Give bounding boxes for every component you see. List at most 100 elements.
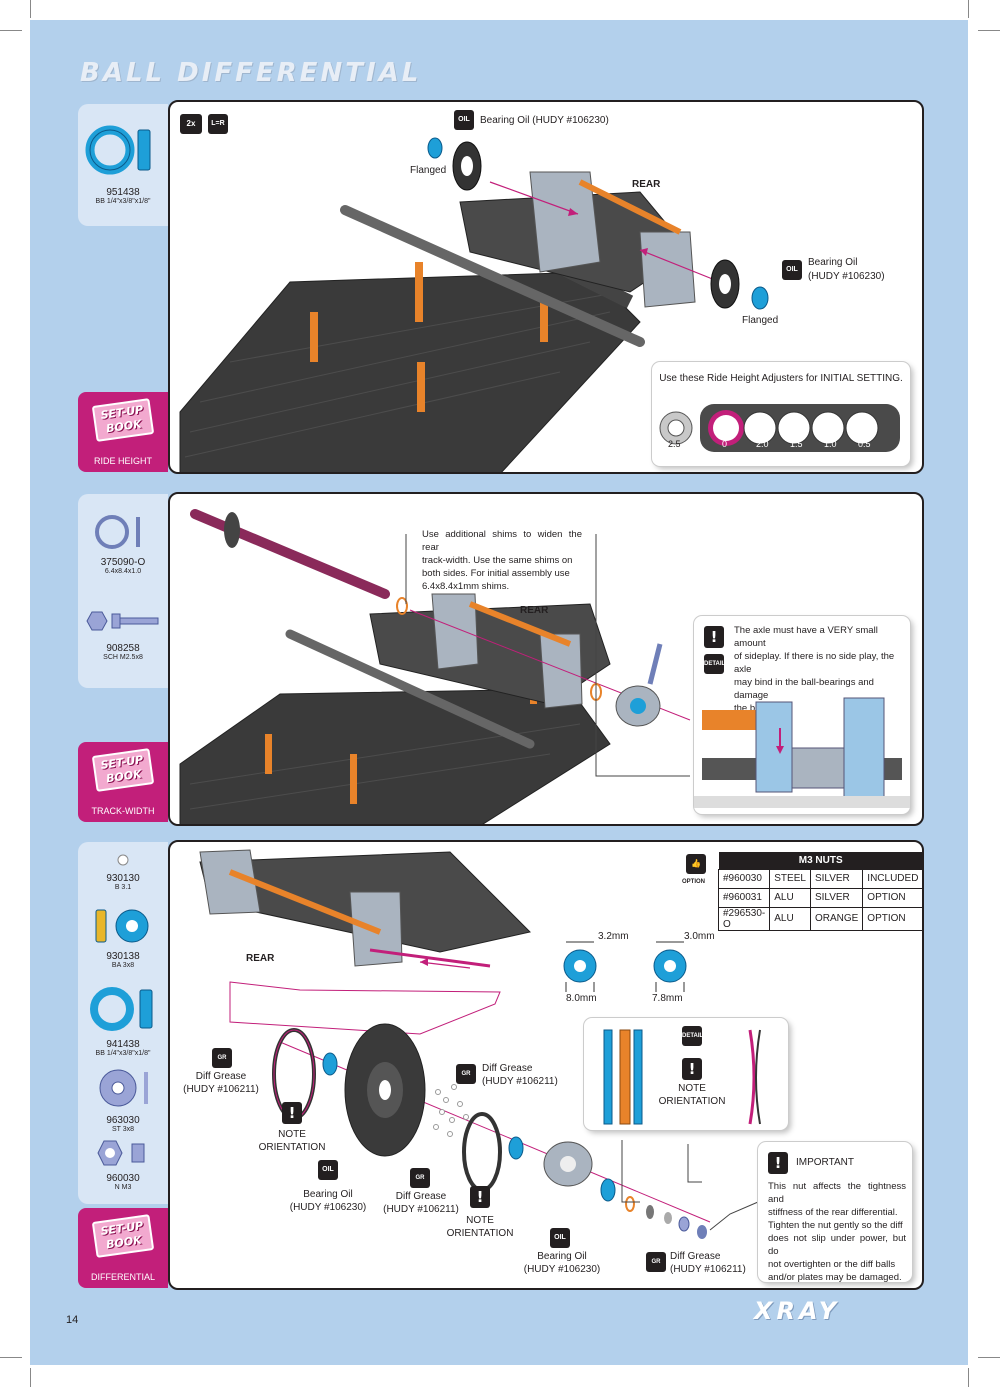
setup-book-differential[interactable]: SET-UP BOOK DIFFERENTIAL [78, 1208, 168, 1288]
washer-icon [99, 1069, 148, 1107]
step2-panel: Use additional shims to widen the rear t… [168, 492, 924, 826]
label-line: (HUDY #106230) [289, 1202, 367, 1213]
dim-width-1: 3.2mm [598, 931, 629, 942]
part-number: 908258 [106, 643, 140, 654]
part-number: 963030 [106, 1115, 140, 1126]
shims-note-line: track-width. Use the same shims on [422, 555, 573, 566]
setup-book-caption: RIDE HEIGHT [93, 456, 152, 466]
warning-icon: ! [470, 1186, 490, 1208]
setup-book-text: SET-UP BOOK [99, 1219, 145, 1252]
orientation-detail-drawing [603, 1029, 761, 1125]
crop-mark [0, 30, 22, 31]
crop-mark [968, 0, 969, 18]
oil-icon: OIL [550, 1228, 570, 1248]
step2-illustration [179, 509, 691, 824]
ball-bearing-icon [85, 125, 151, 175]
bearing-oil-label-right: Bearing Oil [808, 257, 858, 268]
part-number: 951438 [106, 187, 140, 198]
important-line: and/or plates may be damaged. [768, 1272, 902, 1283]
oil-icon: OIL [318, 1160, 338, 1180]
part-930130: 930130 B 3.1 [78, 852, 168, 891]
m3-nuts-table: M3 NUTS #960030 STEEL SILVER INCLUDED #9… [717, 852, 922, 931]
table-cell: INCLUDED [862, 868, 922, 889]
crop-mark [30, 0, 31, 18]
crop-mark [978, 1357, 1000, 1358]
screw-icon [86, 611, 159, 631]
crop-mark [0, 1357, 22, 1358]
detail-icon: DETAIL [704, 654, 725, 674]
table-cell: OPTION [862, 906, 922, 931]
diff-grease-low: Diff Grease (HUDY #106211) [374, 1190, 468, 1216]
table-cell: ALU [769, 906, 811, 931]
note-line: NOTE [278, 1129, 306, 1140]
shim-icon [95, 515, 140, 549]
part-930138: 930138 BA 3x8 [78, 906, 168, 969]
grease-icon: GR [212, 1048, 232, 1068]
part-desc: SCH M2.5x8 [103, 654, 143, 661]
part-963030: 963030 ST 3x8 [78, 1066, 168, 1133]
step3-illustration [199, 849, 759, 1239]
part-desc: BB 1/4"x3/8"x1/8" [95, 198, 151, 205]
orientation-detail-box: DETAIL ! NOTE ORIENTATION [584, 1018, 788, 1130]
rear-label: REAR [520, 605, 549, 616]
axle-sideplay-box: ! DETAIL The axle must have a VERY small… [694, 616, 910, 814]
nut-icon [97, 1140, 145, 1166]
part-desc: N M3 [114, 1184, 132, 1191]
important-text: This nut affects the tightness and stiff… [768, 1180, 906, 1284]
part-941438: 941438 BB 1/4"x3/8"x1/8" [78, 984, 168, 1057]
warning-icon: ! [682, 1058, 702, 1080]
crop-mark [30, 1368, 31, 1387]
grease-icon: GR [410, 1168, 430, 1188]
label-line: (HUDY #106211) [670, 1264, 746, 1275]
setup-book-track-width[interactable]: SET-UP BOOK TRACK-WIDTH [78, 742, 168, 822]
note-line: ORIENTATION [658, 1096, 726, 1107]
setup-book-caption: TRACK-WIDTH [91, 806, 155, 816]
adjuster-value: 2.5 [668, 439, 681, 449]
part-number: 930138 [106, 951, 140, 962]
flanged-label-left: Flanged [410, 165, 447, 176]
important-line: Tighten the nut gently so the diff [768, 1220, 903, 1231]
label-line: Diff Grease [395, 1191, 447, 1202]
diff-grease-mid: Diff Grease (HUDY #106211) [482, 1062, 558, 1088]
dim-width-2: 3.0mm [684, 931, 715, 942]
table-cell: ORANGE [809, 906, 864, 931]
brand-logo: XRAY [754, 1297, 841, 1325]
adjusters-title: Use these Ride Height Adjusters for INIT… [659, 373, 903, 384]
ball-bearing-icon [90, 987, 153, 1031]
label-line: Diff Grease [670, 1251, 721, 1262]
warning-icon: ! [768, 1152, 788, 1174]
part-number: 941438 [106, 1039, 140, 1050]
quantity-2x-icon: 2x [180, 114, 202, 134]
adjuster-value: 1.0 [824, 439, 837, 449]
part-desc: 6.4x8.4x1.0 [104, 568, 142, 575]
bearing-oil-left: Bearing Oil (HUDY #106230) [280, 1188, 376, 1214]
bearing-oil-bottom: Bearing Oil (HUDY #106230) [514, 1250, 610, 1276]
bearing-oil-label: Bearing Oil (HUDY #106230) [480, 115, 609, 126]
adjuster-value: 0.5 [858, 439, 871, 449]
step1-illustration [179, 137, 769, 472]
parts-sidebar-step3: 930130 B 3.1 930138 BA 3x8 941438 BB 1/4… [78, 842, 168, 1204]
note-orientation-label: NOTE ORIENTATION [654, 1082, 730, 1108]
label-line: (HUDY #106211) [183, 1084, 259, 1095]
note-line: NOTE [678, 1083, 706, 1094]
step1-panel: 2x L=R OIL Bearing Oil (HUDY #106230) Fl… [168, 100, 924, 474]
part-number: 375090-O [100, 557, 146, 568]
flanged-label-right: Flanged [742, 315, 779, 326]
dim-dia-2: 7.8mm [652, 993, 683, 1004]
table-cell: #960030 [717, 868, 771, 889]
crop-mark [978, 30, 1000, 31]
label-line: (HUDY #106230) [523, 1264, 601, 1275]
warning-icon: ! [704, 626, 724, 648]
important-line: This nut affects the tightness and [768, 1181, 906, 1205]
important-line: does not slip under power, but do [768, 1233, 906, 1257]
oil-icon: OIL [454, 110, 474, 130]
important-line: not overtighten or the diff balls [768, 1259, 896, 1270]
dim-dia-1: 8.0mm [566, 993, 597, 1004]
part-desc: ST 3x8 [111, 1126, 135, 1133]
part-desc: BB 1/4"x3/8"x1/8" [95, 1050, 151, 1057]
part-375090-o: 375090-O 6.4x8.4x1.0 [78, 512, 168, 575]
setup-book-ride-height[interactable]: SET-UP BOOK RIDE HEIGHT [78, 392, 168, 472]
setup-book-text: SET-UP BOOK [99, 403, 145, 436]
setup-book-icon: SET-UP BOOK [91, 398, 155, 442]
diff-grease-right: Diff Grease (HUDY #106211) [670, 1250, 746, 1276]
